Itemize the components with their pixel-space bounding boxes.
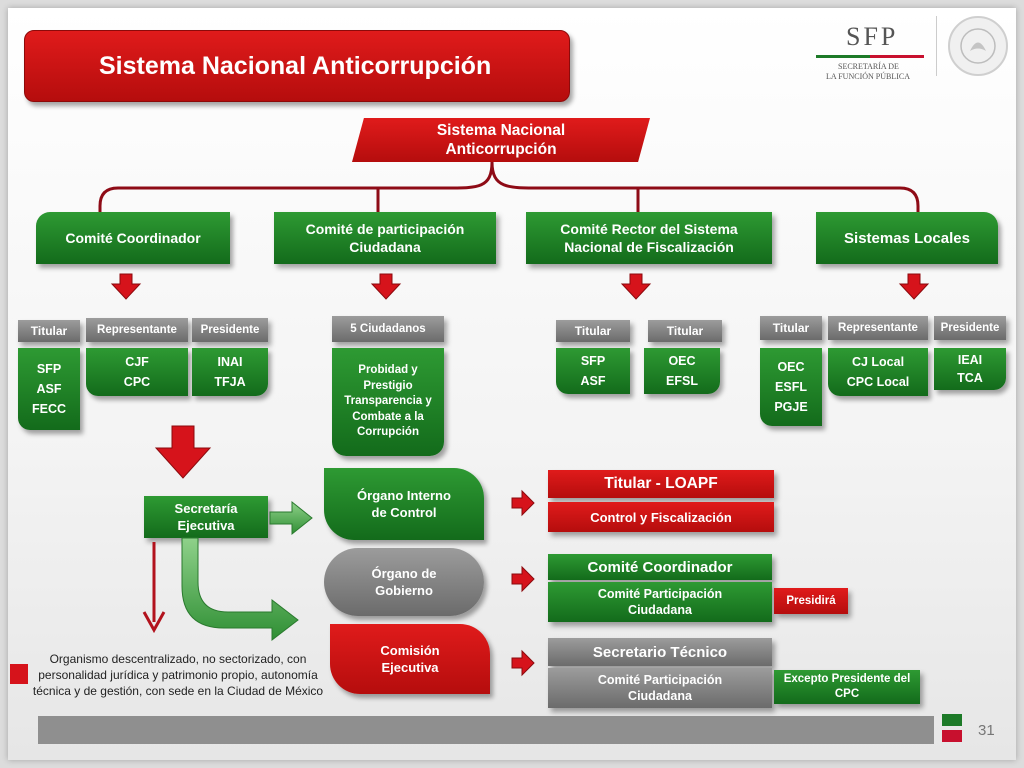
- root-label: Sistema Nacional Anticorrupción: [436, 122, 566, 158]
- slide: Sistema Nacional Anticorrupción SFP SECR…: [8, 8, 1016, 760]
- comision-ejecutiva: Comisión Ejecutiva: [330, 624, 490, 694]
- large-down-arrow-icon: [154, 425, 212, 479]
- logo-line2: LA FUNCIÓN PÚBLICA: [826, 72, 911, 81]
- rector-titular2-header: Titular: [648, 320, 722, 342]
- detail2-sub: Comité Participación Ciudadana: [548, 582, 772, 622]
- coord-representante-item: CPC: [123, 375, 151, 389]
- sfp-logo: SFP SECRETARÍA DE LA FUNCIÓN PÚBLICA: [808, 20, 940, 82]
- rector-titular2-item: OEC: [668, 354, 696, 368]
- right-arrow-icon: [511, 649, 535, 677]
- rector-titular1-item: SFP: [580, 354, 606, 368]
- coord-titular-item: ASF: [36, 382, 62, 396]
- branch-rector: Comité Rector del Sistema Nacional de Fi…: [526, 212, 772, 264]
- locales-representante-item: CJ Local: [851, 355, 905, 369]
- detail3-title: Secretario Técnico: [548, 638, 772, 666]
- footer-red-square: [942, 730, 962, 742]
- branch-comite-coordinador: Comité Coordinador: [36, 212, 230, 264]
- locales-representante-header: Representante: [828, 316, 928, 340]
- rector-titular1-list: SFP ASF: [556, 348, 630, 394]
- rector-titular2-list: OEC EFSL: [644, 348, 720, 394]
- locales-titular-header: Titular: [760, 316, 822, 340]
- down-arrow-icon: [370, 273, 402, 300]
- detail1-title: Titular - LOAPF: [548, 470, 774, 498]
- branch-label: Comité Coordinador: [65, 230, 201, 246]
- footer-bar: [38, 716, 934, 744]
- thin-down-arrow-icon: [142, 611, 166, 634]
- locales-titular-item: OEC: [777, 360, 805, 374]
- locales-representante-list: CJ Local CPC Local: [828, 348, 928, 396]
- coord-representante-list: CJF CPC: [86, 348, 188, 396]
- detail2-tag: Presidirá: [774, 588, 848, 614]
- locales-titular-item: ESFL: [775, 380, 807, 394]
- right-arrow-icon: [511, 565, 535, 593]
- logo-stripe: [816, 55, 870, 58]
- coord-presidente-header: Presidente: [192, 318, 268, 342]
- page-number: 31: [978, 722, 995, 739]
- rector-titular2-item: EFSL: [666, 374, 698, 388]
- locales-presidente-list: IEAI TCA: [934, 348, 1006, 390]
- right-arrow-icon: [511, 489, 535, 517]
- rector-titular1-header: Titular: [556, 320, 630, 342]
- coord-representante-item: CJF: [125, 355, 149, 369]
- eagle-icon: [960, 28, 996, 64]
- locales-presidente-item: IEAI: [957, 353, 983, 367]
- detail1-sub: Control y Fiscalización: [548, 502, 774, 532]
- coord-presidente-list: INAI TFJA: [192, 348, 268, 396]
- organo-gobierno: Órgano de Gobierno: [324, 548, 484, 616]
- coord-titular-item: SFP: [36, 362, 62, 376]
- branch-label: Comité Rector del Sistema Nacional de Fi…: [560, 221, 738, 255]
- locales-representante-item: CPC Local: [846, 375, 910, 389]
- root-node: Sistema Nacional Anticorrupción: [352, 118, 650, 162]
- branch-locales: Sistemas Locales: [816, 212, 998, 264]
- detail3-sub: Comité Participación Ciudadana: [548, 668, 772, 708]
- down-arrow-icon: [110, 273, 142, 300]
- ciudadanos-body: Probidad y Prestigio Transparencia y Com…: [332, 348, 444, 456]
- coord-titular-list: SFP ASF FECC: [18, 348, 80, 430]
- organismo-note: Organismo descentralizado, no sectorizad…: [32, 652, 324, 698]
- locales-titular-list: OEC ESFL PGJE: [760, 348, 822, 426]
- detail2-title: Comité Coordinador: [548, 554, 772, 580]
- branch-label: Comité de participación Ciudadana: [305, 221, 465, 255]
- branch-label: Sistemas Locales: [844, 229, 970, 247]
- branch-participacion: Comité de participación Ciudadana: [274, 212, 496, 264]
- national-seal: [948, 16, 1008, 76]
- coord-representante-header: Representante: [86, 318, 188, 342]
- coord-presidente-item: TFJA: [214, 375, 246, 389]
- page-title: Sistema Nacional Anticorrupción: [99, 51, 492, 80]
- logo-stripe-red: [870, 55, 924, 58]
- down-arrow-icon: [620, 273, 652, 300]
- title-banner: Sistema Nacional Anticorrupción: [24, 30, 570, 102]
- down-arrow-icon: [898, 273, 930, 300]
- ciudadanos-header: 5 Ciudadanos: [332, 316, 444, 342]
- coord-titular-item: FECC: [31, 402, 67, 416]
- locales-presidente-item: TCA: [957, 371, 983, 385]
- logo-abbr: SFP: [846, 22, 899, 51]
- secretaria-ejecutiva: Secretaría Ejecutiva: [144, 496, 268, 538]
- coord-presidente-item: INAI: [217, 355, 243, 369]
- locales-titular-item: PGJE: [774, 400, 808, 414]
- right-arrow-icon: [269, 500, 313, 536]
- locales-presidente-header: Presidente: [934, 316, 1006, 340]
- rector-titular1-item: ASF: [580, 374, 606, 388]
- logo-divider: [936, 16, 937, 76]
- coord-titular-header: Titular: [18, 320, 80, 342]
- detail3-tag: Excepto Presidente del CPC: [774, 670, 920, 704]
- curved-arrow-icon: [181, 537, 299, 642]
- logo-line1: SECRETARÍA DE: [838, 62, 899, 71]
- organismo-marker: [10, 664, 28, 684]
- organo-interno-control: Órgano Interno de Control: [324, 468, 484, 540]
- footer-green-square: [942, 714, 962, 726]
